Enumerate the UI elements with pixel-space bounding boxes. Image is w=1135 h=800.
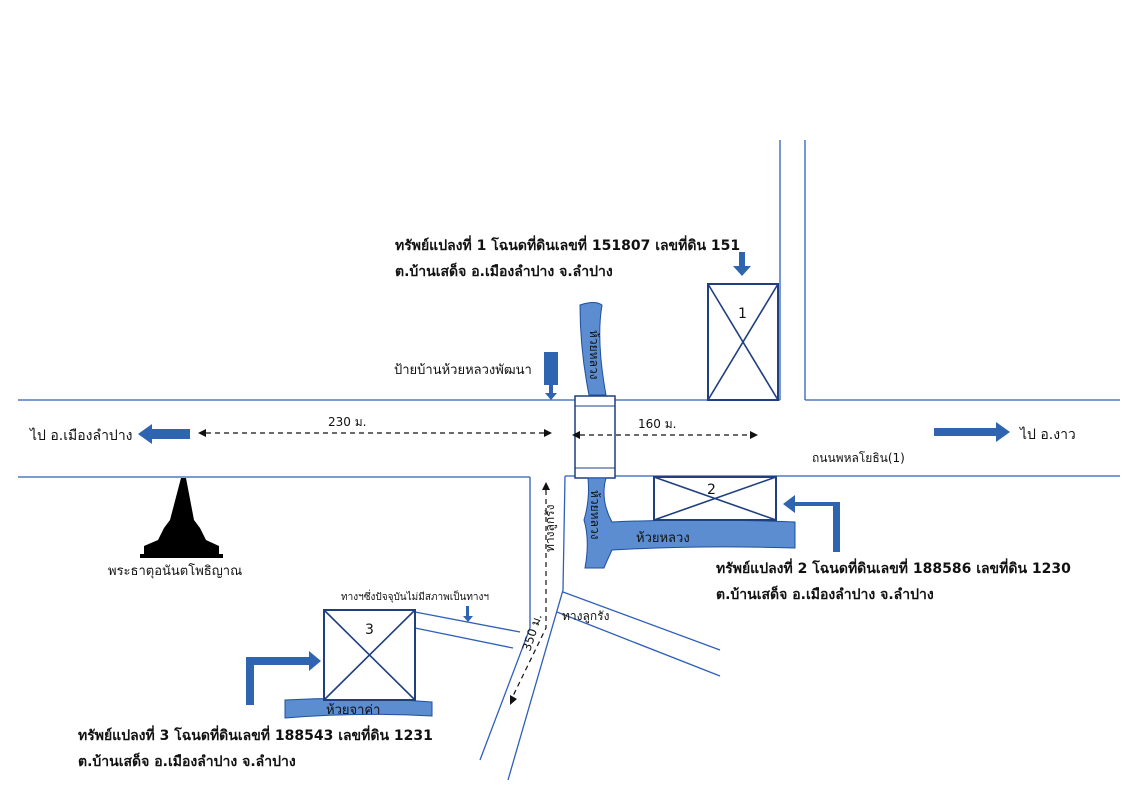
plot-1-location: ต.บ้านเสด็จ อ.เมืองลำปาง จ.ลำปาง	[395, 262, 613, 280]
pagoda-icon	[140, 478, 223, 558]
creek-huai-luang-south	[583, 477, 796, 569]
arrow-right-icon	[246, 651, 321, 705]
creek-label-south: ห้วยหลวง	[636, 531, 690, 546]
plot-2-number: 2	[707, 482, 716, 498]
creek-huai-luang-north	[579, 302, 607, 396]
arrow-right-big-icon	[934, 422, 1010, 442]
creek-label-ja-kha: ห้วยจาค่า	[326, 703, 380, 718]
plot-3-title: ทรัพย์แปลงที่ 3 โฉนดที่ดินเลขที่ 188543 …	[78, 725, 433, 744]
plot-3-location: ต.บ้านเสด็จ อ.เมืองลำปาง จ.ลำปาง	[78, 752, 296, 770]
to-mueang-lampang-label: ไป อ.เมืองลำปาง	[29, 427, 133, 444]
to-ngao-label: ไป อ.งาว	[1019, 426, 1076, 443]
plot-1-title: ทรัพย์แปลงที่ 1 โฉนดที่ดินเลขที่ 151807 …	[395, 235, 740, 254]
sign-marker-icon	[544, 352, 558, 400]
distance-line-down	[511, 490, 547, 699]
distance-left-label: 230 ม.	[328, 415, 366, 429]
plot-2: 2	[653, 476, 777, 521]
distance-down-label: 350 ม.	[520, 612, 545, 653]
plot-3-number: 3	[365, 622, 374, 638]
plot-3: 3	[323, 609, 416, 701]
pagoda-label: พระธาตุอนันตโพธิญาณ	[108, 563, 242, 579]
arrow-left-big-icon	[138, 424, 190, 444]
village-sign-label: ป้ายบ้านห้วยหลวงพัฒนา	[394, 363, 532, 378]
plot-2-title: ทรัพย์แปลงที่ 2 โฉนดที่ดินเลขที่ 188586 …	[716, 558, 1071, 577]
roads	[18, 140, 1120, 781]
arrow-down-small-icon	[463, 606, 473, 622]
arrow-down-icon	[733, 252, 751, 276]
creek-label-north: ห้วยหลวง	[587, 330, 601, 380]
distance-right-label: 160 ม.	[638, 417, 676, 431]
arrow-left-icon	[783, 495, 840, 552]
road-name-label: ถนนพหลโยธิน(1)	[812, 451, 905, 465]
plot-2-location: ต.บ้านเสด็จ อ.เมืองลำปาง จ.ลำปาง	[716, 585, 934, 603]
former-road-label: ทางฯซึ่งปัจจุบันไม่มีสภาพเป็นทางฯ	[341, 589, 489, 603]
laterite-road-label-vertical: ทางลูกรัง	[543, 505, 558, 552]
bridge	[574, 395, 616, 479]
plot-1: 1	[707, 283, 779, 401]
creek-label-south-vertical: ห้วยหลวง	[588, 490, 602, 540]
laterite-road-label: ทางลูกรัง	[562, 609, 609, 624]
plot-1-number: 1	[738, 306, 747, 322]
